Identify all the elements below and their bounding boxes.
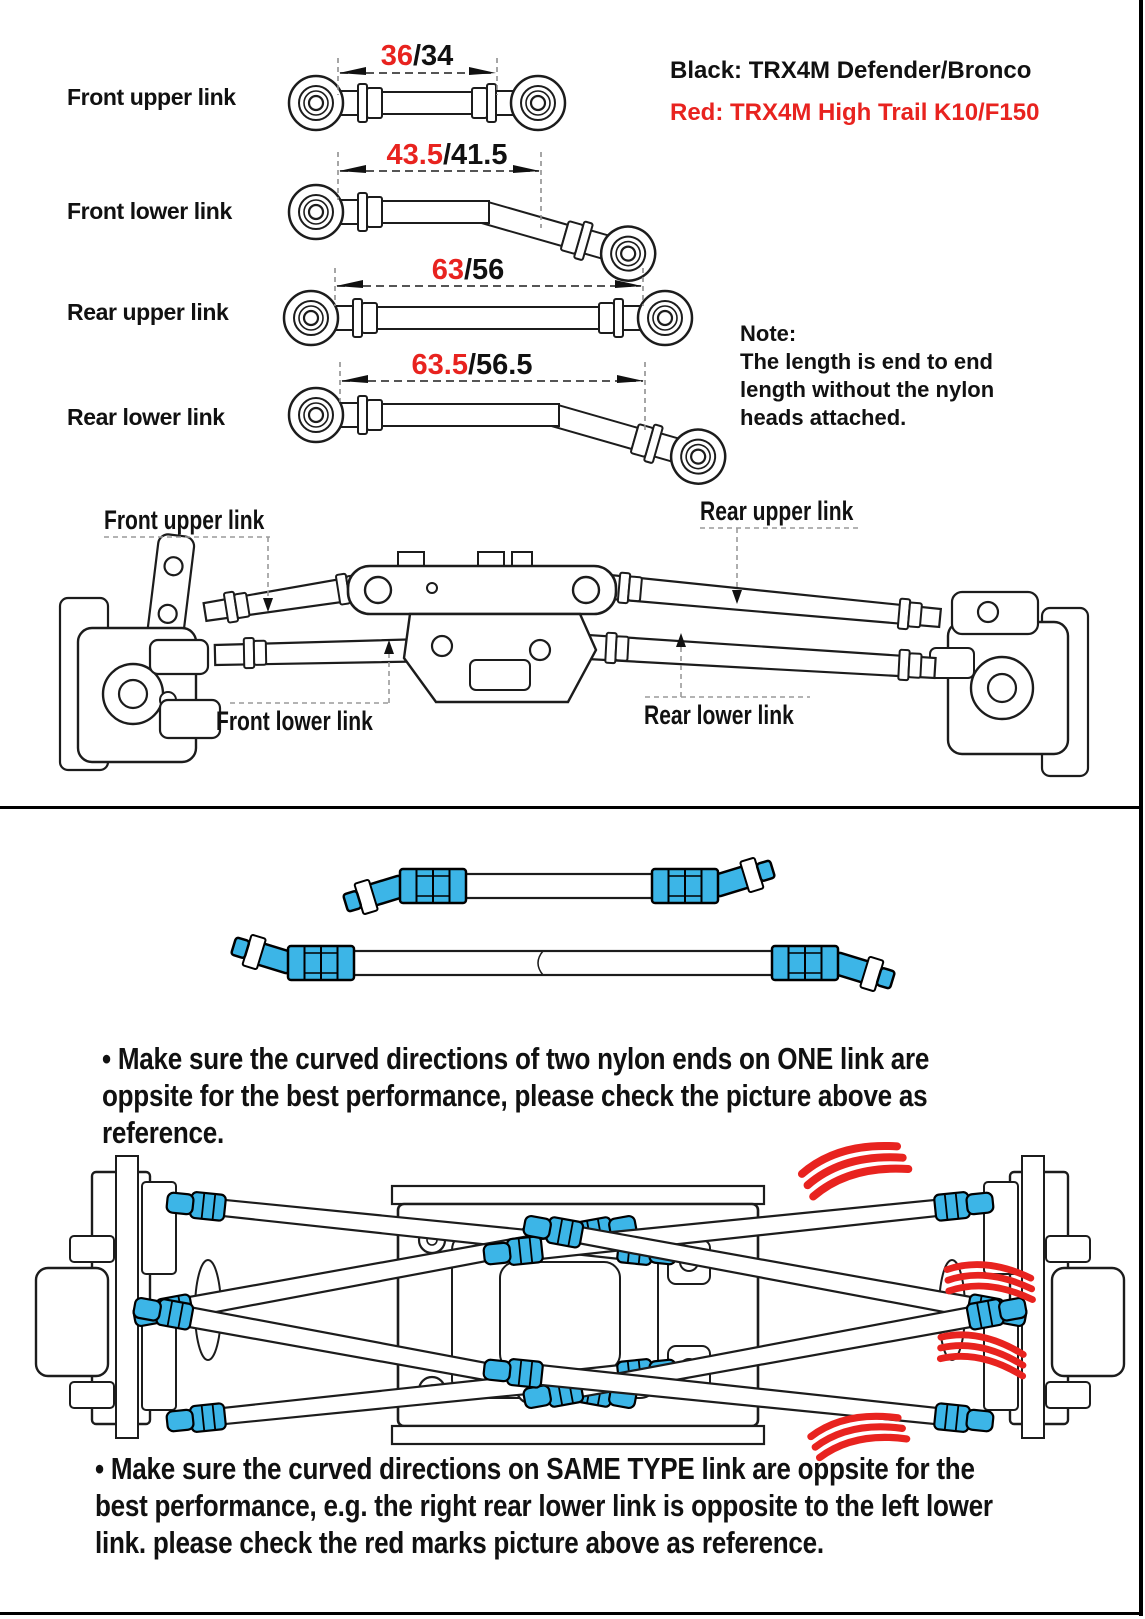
rear-lower-link-drawing: [287, 362, 727, 485]
dimension-separator: /: [412, 40, 422, 72]
front-lower-link-drawing: [287, 152, 657, 282]
rear-upper-red-value: 63: [431, 254, 464, 286]
note-block: Note: The length is end to end length wi…: [740, 320, 994, 432]
front-upper-link-label: Front upper link: [67, 84, 236, 110]
legend-red-line: Red: TRX4M High Trail K10/F150: [670, 99, 1040, 126]
dimension-separator: /: [442, 139, 452, 171]
front-upper-link-drawing: [287, 58, 567, 132]
legend-black-line: Black: TRX4M Defender/Bronco: [670, 57, 1032, 84]
dimension-separator: /: [467, 349, 477, 381]
instruction-same-type: • Make sure the curved directions on SAM…: [95, 1451, 993, 1560]
bottom-border-line: [0, 1612, 1143, 1615]
nylon-end-links-drawing: [230, 857, 896, 992]
rear-lower-black-value: 56.5: [476, 349, 533, 381]
note-line-3: heads attached.: [740, 405, 907, 430]
front-lower-link-label: Front lower link: [67, 198, 232, 224]
note-line-1: The length is end to end: [740, 349, 993, 374]
dimension-separator: /: [463, 254, 473, 286]
rear-upper-dimension: 63/56: [432, 254, 505, 287]
rear-upper-link-drawing: [282, 268, 694, 347]
assembly-front-upper-label: Front upper link: [104, 505, 265, 535]
axle-assembly-drawing: [58, 533, 1090, 778]
note-title: Note:: [740, 321, 797, 346]
front-lower-red-value: 43.5: [386, 139, 443, 171]
chassis-bottom-view-drawing: [34, 1141, 1126, 1462]
section-divider-line: [0, 806, 1143, 809]
front-lower-black-value: 41.5: [451, 139, 508, 171]
rear-upper-link-label: Rear upper link: [67, 299, 229, 325]
front-upper-red-value: 36: [380, 40, 413, 72]
assembly-front-lower-label: Front lower link: [216, 706, 373, 736]
rear-lower-link-label: Rear lower link: [67, 404, 225, 430]
rear-upper-black-value: 56: [472, 254, 505, 286]
assembly-leader-lines: [104, 527, 862, 704]
front-upper-black-value: 34: [421, 40, 454, 72]
note-line-2: length without the nylon: [740, 377, 995, 402]
front-upper-dimension: 36/34: [381, 40, 454, 73]
rear-lower-red-value: 63.5: [411, 349, 468, 381]
rear-lower-dimension: 63.5/56.5: [412, 349, 533, 382]
instruction-one-link: • Make sure the curved directions of two…: [102, 1041, 930, 1150]
assembly-rear-upper-label: Rear upper link: [700, 496, 854, 526]
front-lower-dimension: 43.5/41.5: [387, 139, 508, 172]
assembly-rear-lower-label: Rear lower link: [644, 700, 794, 730]
